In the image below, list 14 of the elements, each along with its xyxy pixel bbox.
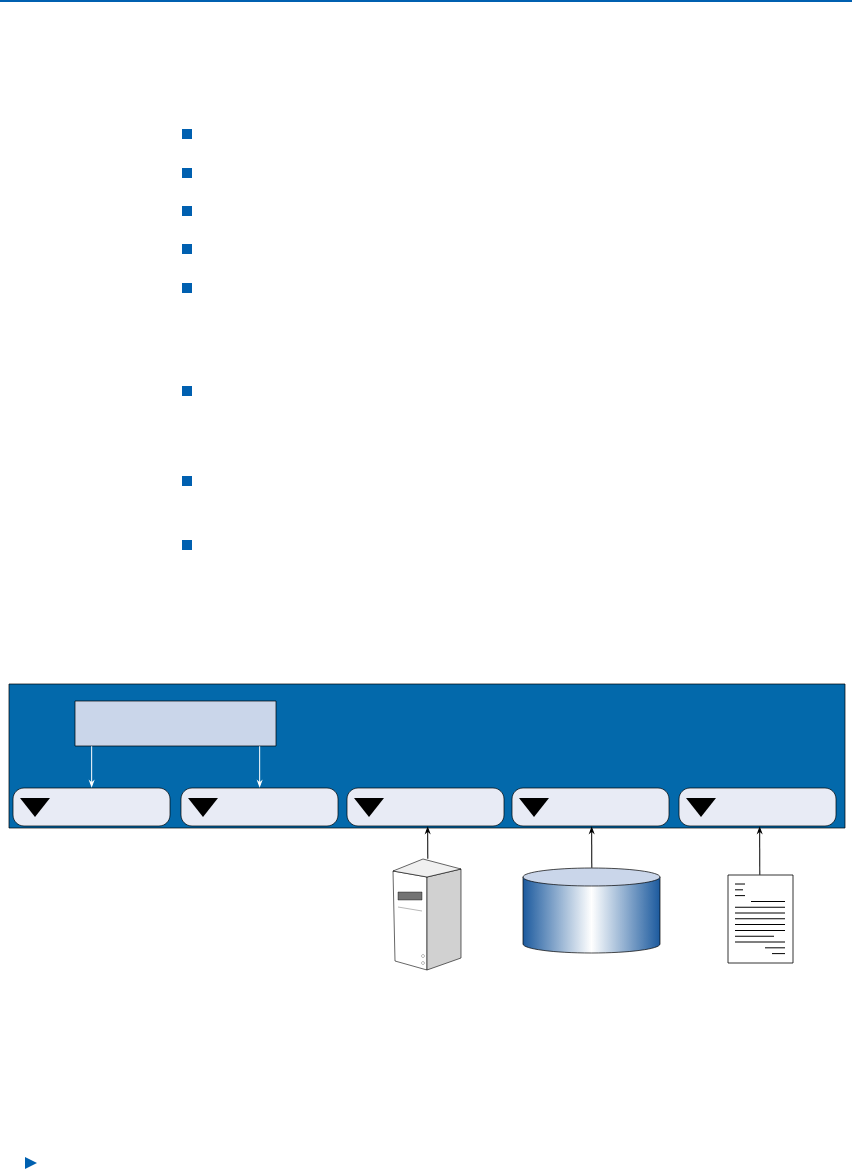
document-icon: [727, 874, 794, 964]
dropdown-box: [180, 787, 339, 827]
arrow: [257, 745, 263, 787]
dropdown-box: [346, 787, 505, 827]
dropdown-box: [12, 787, 171, 827]
process-box: [74, 700, 277, 747]
arrow: [757, 827, 763, 876]
arrow: [425, 827, 431, 860]
database-cylinder: [522, 867, 661, 954]
server-drawing: [392, 858, 462, 971]
arrow: [89, 745, 95, 787]
dropdown-box: [678, 787, 837, 827]
arrow: [589, 827, 595, 869]
dropdown-box: [511, 787, 670, 827]
